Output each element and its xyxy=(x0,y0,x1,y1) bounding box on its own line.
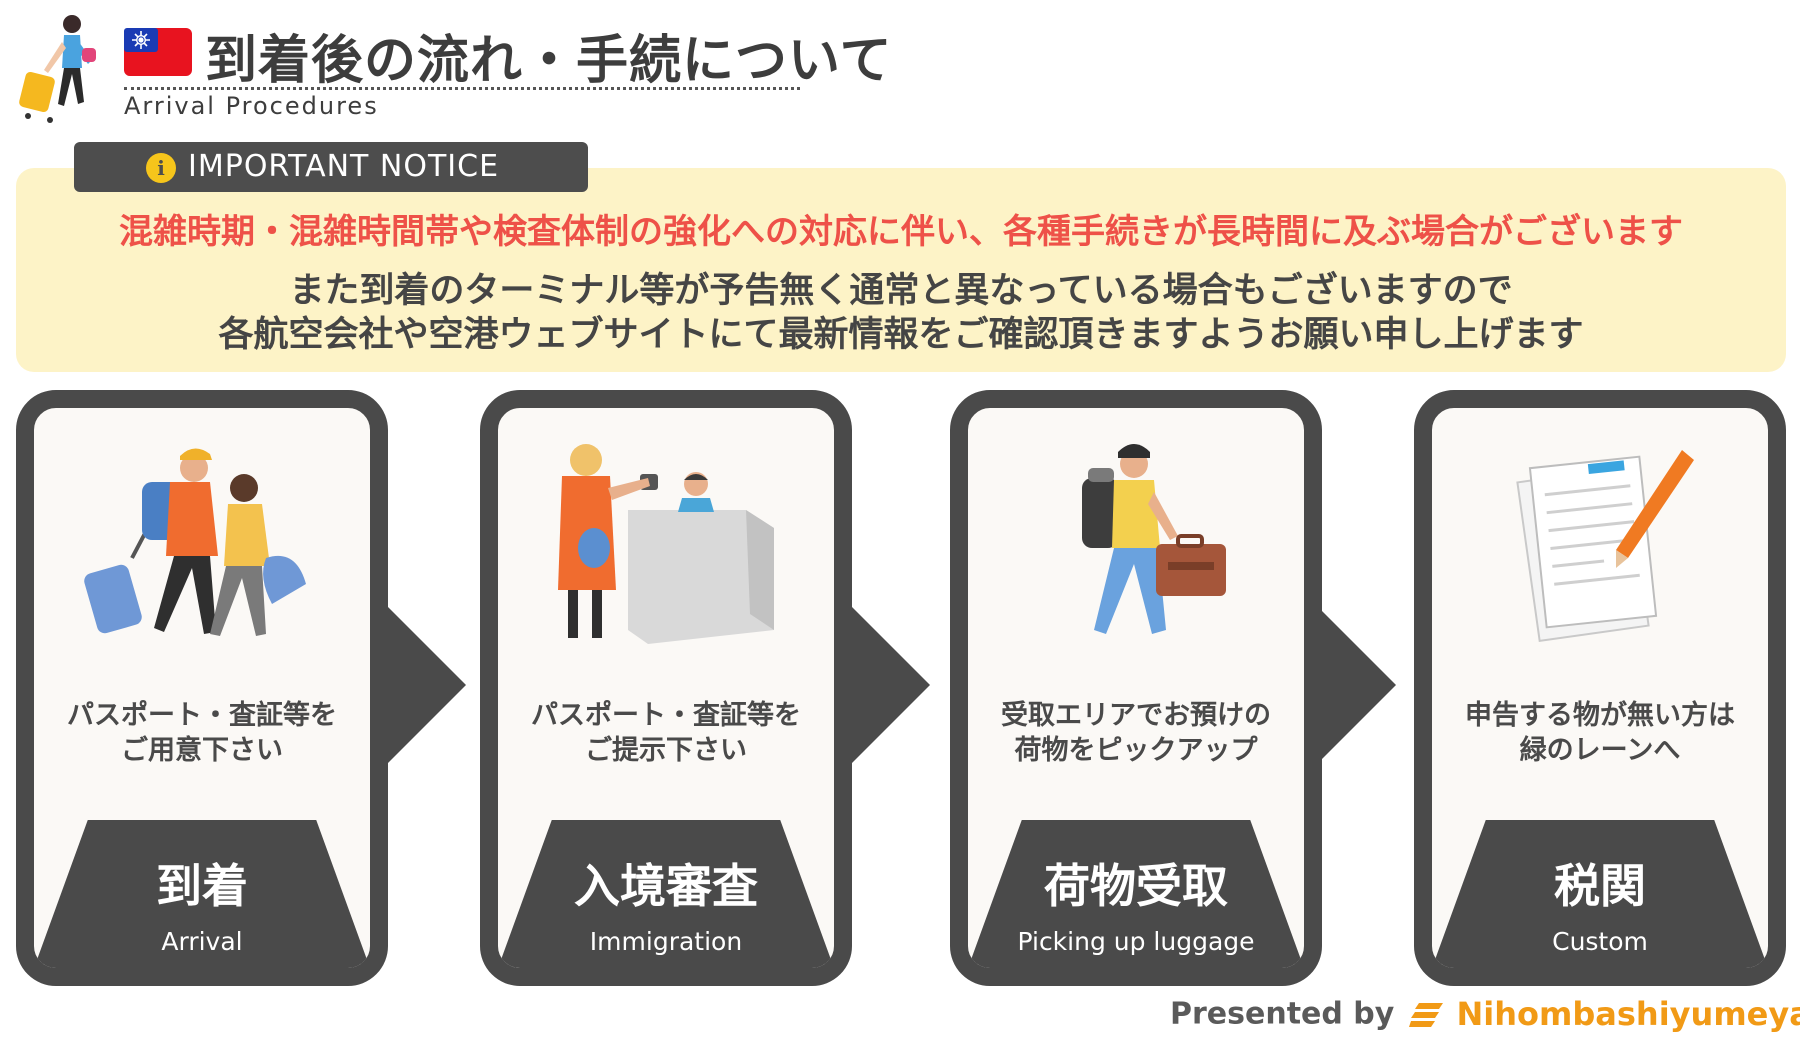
step-subtitle: Custom xyxy=(1552,927,1648,956)
step-card-immigration: パスポート・査証等をご提示下さい 入境審査 Immigration xyxy=(480,390,852,986)
step-description: 申告する物が無い方は緑のレーンへ xyxy=(1465,700,1735,766)
step-arrow xyxy=(1316,605,1396,765)
step-title: 税関 xyxy=(1554,859,1646,913)
presented-by-label: Presented by xyxy=(1170,996,1395,1032)
traveler-with-luggage-icon xyxy=(1082,444,1226,634)
immigration-counter-icon xyxy=(558,444,774,644)
step-title-plate xyxy=(34,820,370,968)
step-title: 入境審査 xyxy=(574,859,758,913)
brand-logo-icon xyxy=(1409,1003,1444,1027)
customs-form-icon xyxy=(1516,450,1694,643)
step-title-plate xyxy=(498,820,834,968)
travelers-walking-icon xyxy=(84,448,306,636)
step-subtitle: Arrival xyxy=(161,927,243,956)
brand-name: Nihombashiyumeya xyxy=(1456,995,1800,1033)
notice-warning-text: 混雑時期・混雑時間帯や検査体制の強化への対応に伴い、各種手続きが長時間に及ぶ場合… xyxy=(119,212,1683,252)
traveler-with-suitcase-icon xyxy=(19,15,96,123)
notice-text-line: 各航空会社や空港ウェブサイトにて最新情報をご確認頂きますようお願い申し上げます xyxy=(218,315,1584,355)
page-title: 到着後の流れ・手続について xyxy=(205,31,893,91)
taiwan-flag xyxy=(124,28,192,76)
step-description: 受取エリアでお預けの荷物をピックアップ xyxy=(1001,700,1271,766)
step-title: 荷物受取 xyxy=(1044,859,1228,913)
step-description: パスポート・査証等をご提示下さい xyxy=(531,700,801,766)
notice-tab: i IMPORTANT NOTICE xyxy=(74,142,588,192)
footer-credit: Presented by Nihombashiyumeya xyxy=(1170,995,1800,1035)
notice-tab-label: IMPORTANT NOTICE xyxy=(188,149,500,184)
step-title: 到着 xyxy=(156,859,248,913)
page-subtitle: Arrival Procedures xyxy=(124,92,379,120)
notice-text-line: また到着のターミナル等が予告無く通常と異なっている場合もございますので xyxy=(289,271,1513,311)
step-title-plate xyxy=(1432,820,1768,968)
step-title-plate xyxy=(968,820,1304,968)
notice-panel xyxy=(16,168,1786,372)
step-card-customs: 申告する物が無い方は緑のレーンへ 税関 Custom xyxy=(1414,390,1786,986)
step-card-luggage: 受取エリアでお預けの荷物をピックアップ 荷物受取 Picking up lugg… xyxy=(950,390,1322,986)
title-divider xyxy=(124,87,800,90)
step-arrow xyxy=(850,605,930,765)
step-subtitle: Immigration xyxy=(589,927,743,956)
step-card-arrival: パスポート・査証等をご用意下さい 到着 Arrival xyxy=(16,390,388,986)
step-description: パスポート・査証等をご用意下さい xyxy=(67,700,337,766)
info-icon: i xyxy=(146,153,176,183)
step-subtitle: Picking up luggage xyxy=(1017,927,1255,956)
page-header: 到着後の流れ・手続について Arrival Procedures xyxy=(0,0,891,130)
step-arrow xyxy=(386,605,466,765)
